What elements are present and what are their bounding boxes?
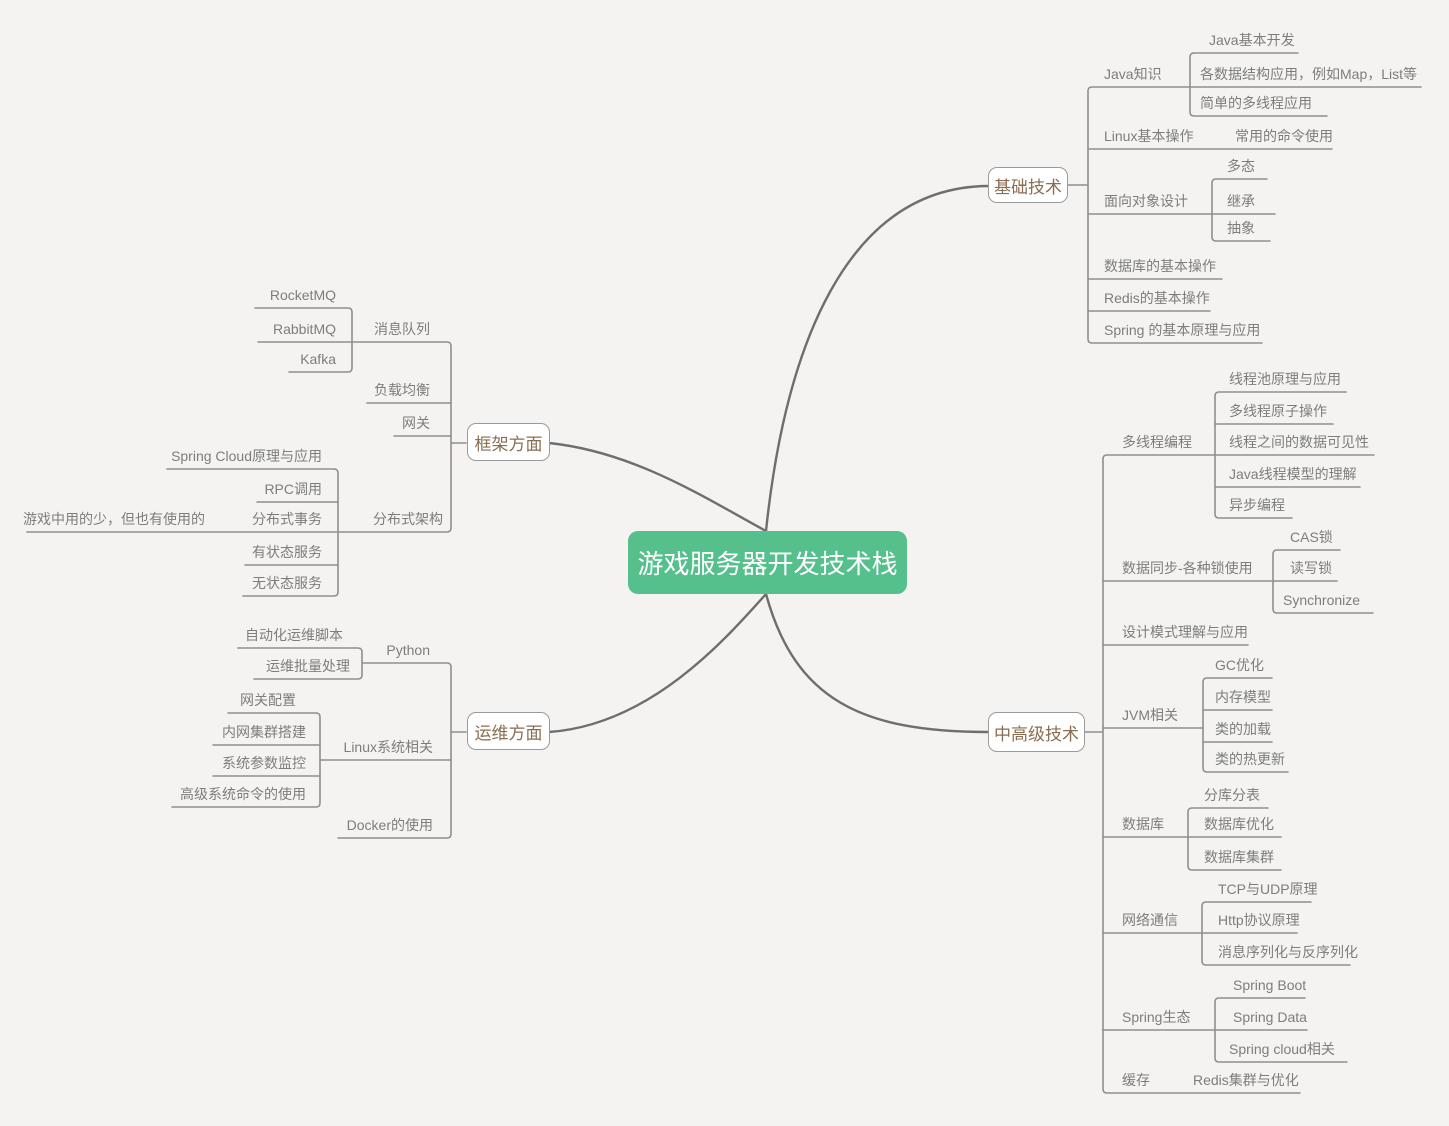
topic-java-knowledge[interactable]: Java知识 bbox=[1104, 66, 1162, 82]
branch-operations[interactable]: 运维方面 bbox=[467, 712, 550, 750]
topic-linux-system[interactable]: Linux系统相关 bbox=[343, 739, 433, 755]
topic-async-programming[interactable]: 异步编程 bbox=[1229, 497, 1285, 513]
topic-rocketmq[interactable]: RocketMQ bbox=[269, 287, 336, 303]
topic-database[interactable]: 数据库 bbox=[1122, 816, 1164, 832]
topic-spring-boot[interactable]: Spring Boot bbox=[1233, 977, 1307, 993]
topic-stateless-service[interactable]: 无状态服务 bbox=[252, 575, 322, 591]
topic-serialization[interactable]: 消息序列化与反序列化 bbox=[1218, 944, 1358, 960]
topic-rw-lock[interactable]: 读写锁 bbox=[1290, 560, 1332, 576]
topic-thread-visibility[interactable]: 线程之间的数据可见性 bbox=[1229, 434, 1369, 450]
topic-stateful-service[interactable]: 有状态服务 bbox=[252, 544, 322, 560]
topic-rarely-used-in-games[interactable]: 游戏中用的少，但也有使用的 bbox=[23, 511, 205, 527]
topic-gc-optimization[interactable]: GC优化 bbox=[1215, 657, 1264, 673]
topic-intranet-cluster[interactable]: 内网集群搭建 bbox=[222, 724, 306, 740]
topic-advanced-commands[interactable]: 高级系统命令的使用 bbox=[180, 786, 306, 802]
topic-redis-cluster[interactable]: Redis集群与优化 bbox=[1193, 1072, 1299, 1088]
branch-framework[interactable]: 框架方面 bbox=[467, 423, 550, 461]
topic-db-cluster[interactable]: 数据库集群 bbox=[1204, 849, 1274, 865]
topic-db-optimization[interactable]: 数据库优化 bbox=[1204, 816, 1274, 832]
topic-automation-scripts[interactable]: 自动化运维脚本 bbox=[245, 627, 343, 643]
branch-framework-lines bbox=[26, 307, 467, 597]
topic-java-thread-model[interactable]: Java线程模型的理解 bbox=[1229, 466, 1357, 482]
topic-jvm[interactable]: JVM相关 bbox=[1122, 707, 1178, 723]
topic-sharding[interactable]: 分库分表 bbox=[1204, 787, 1260, 803]
topic-common-commands[interactable]: 常用的命令使用 bbox=[1235, 128, 1333, 144]
topic-http-protocol[interactable]: Http协议原理 bbox=[1218, 912, 1300, 928]
branch-operations-lines bbox=[171, 647, 467, 839]
topic-rabbitmq[interactable]: RabbitMQ bbox=[272, 321, 336, 337]
topic-redis-basic-ops[interactable]: Redis的基本操作 bbox=[1104, 290, 1210, 306]
topic-class-loading[interactable]: 类的加载 bbox=[1215, 721, 1271, 737]
topic-class-hot-update[interactable]: 类的热更新 bbox=[1215, 751, 1285, 767]
branch-basic[interactable]: 基础技术 bbox=[988, 167, 1068, 203]
topic-simple-multithread[interactable]: 简单的多线程应用 bbox=[1200, 95, 1312, 111]
topic-spring-ecosystem[interactable]: Spring生态 bbox=[1122, 1009, 1191, 1025]
topic-docker[interactable]: Docker的使用 bbox=[346, 817, 433, 833]
topic-synchronize[interactable]: Synchronize bbox=[1283, 592, 1361, 608]
topic-atomic-ops[interactable]: 多线程原子操作 bbox=[1229, 403, 1327, 419]
topic-gateway[interactable]: 网关 bbox=[402, 415, 430, 431]
topic-tcp-udp[interactable]: TCP与UDP原理 bbox=[1218, 881, 1318, 897]
topic-system-monitoring[interactable]: 系统参数监控 bbox=[222, 755, 306, 771]
topic-oop-design[interactable]: 面向对象设计 bbox=[1104, 193, 1188, 209]
topic-network-communication[interactable]: 网络通信 bbox=[1122, 912, 1178, 928]
topic-design-patterns[interactable]: 设计模式理解与应用 bbox=[1122, 624, 1248, 640]
topic-linux-basic[interactable]: Linux基本操作 bbox=[1104, 128, 1194, 144]
topic-inheritance[interactable]: 继承 bbox=[1227, 193, 1255, 209]
topic-distributed-arch[interactable]: 分布式架构 bbox=[373, 511, 443, 527]
topic-java-basic-dev[interactable]: Java基本开发 bbox=[1209, 32, 1295, 48]
topic-cas-lock[interactable]: CAS锁 bbox=[1290, 529, 1333, 545]
topic-threadpool[interactable]: 线程池原理与应用 bbox=[1229, 371, 1341, 387]
branch-basic-lines bbox=[1067, 52, 1422, 344]
topic-cache[interactable]: 缓存 bbox=[1122, 1072, 1150, 1088]
topic-message-queue[interactable]: 消息队列 bbox=[374, 321, 430, 337]
topic-spring-cloud-principle[interactable]: Spring Cloud原理与应用 bbox=[171, 448, 322, 464]
topic-rpc[interactable]: RPC调用 bbox=[264, 481, 322, 497]
topic-spring-data[interactable]: Spring Data bbox=[1233, 1009, 1307, 1025]
topic-batch-operations[interactable]: 运维批量处理 bbox=[266, 658, 350, 674]
topic-data-sync-locks[interactable]: 数据同步-各种锁使用 bbox=[1122, 560, 1253, 576]
topic-spring-basic[interactable]: Spring 的基本原理与应用 bbox=[1104, 322, 1261, 338]
root-topic[interactable]: 游戏服务器开发技术栈 bbox=[628, 531, 907, 594]
topic-distributed-transaction[interactable]: 分布式事务 bbox=[252, 511, 322, 527]
topic-spring-cloud[interactable]: Spring cloud相关 bbox=[1229, 1041, 1335, 1057]
topic-kafka[interactable]: Kafka bbox=[300, 351, 336, 367]
topic-data-structures[interactable]: 各数据结构应用，例如Map，List等 bbox=[1200, 66, 1418, 82]
topic-polymorphism[interactable]: 多态 bbox=[1227, 158, 1255, 174]
topic-abstraction[interactable]: 抽象 bbox=[1227, 220, 1255, 236]
topic-db-basic-ops[interactable]: 数据库的基本操作 bbox=[1104, 258, 1216, 274]
branch-advanced[interactable]: 中高级技术 bbox=[988, 712, 1085, 752]
topic-load-balancing[interactable]: 负载均衡 bbox=[374, 382, 430, 398]
topic-multithread-programming[interactable]: 多线程编程 bbox=[1122, 434, 1192, 450]
branch-advanced-lines bbox=[1084, 391, 1375, 1094]
topic-python[interactable]: Python bbox=[386, 642, 430, 658]
topic-gateway-config[interactable]: 网关配置 bbox=[240, 692, 296, 708]
topic-memory-model[interactable]: 内存模型 bbox=[1215, 689, 1271, 705]
root-branch-curves bbox=[547, 184, 990, 734]
